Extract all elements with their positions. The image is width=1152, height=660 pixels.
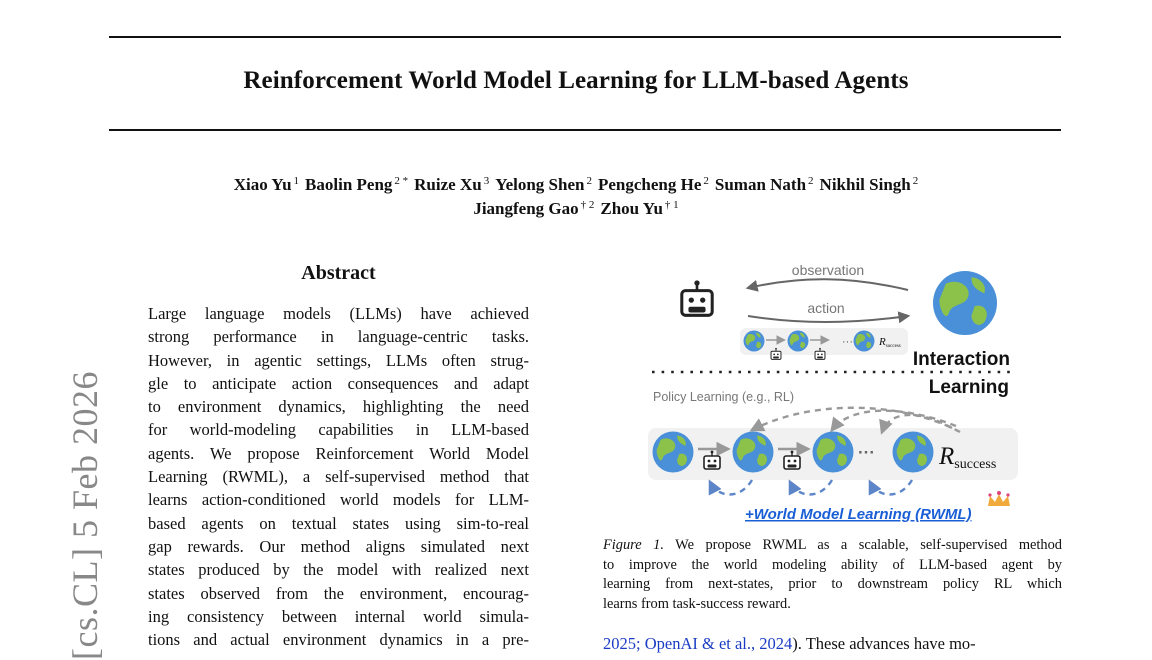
action-arrow — [747, 311, 911, 324]
world-model-arrow — [868, 479, 914, 496]
body-text-snippet: 2025; OpenAI & et al., 2024). These adva… — [603, 634, 1062, 654]
abstract-line: states produced by the model with realiz… — [148, 560, 529, 580]
abstract-line: agents. We propose Reinforcement World M… — [148, 443, 529, 463]
interaction-label: Interaction — [913, 349, 1010, 370]
policy-return-arrow — [879, 413, 953, 435]
author-list-line-2: Jiangfeng Gao† 2 Zhou Yu† 1 — [0, 199, 1152, 219]
small-reward-label: Rsuccess — [878, 336, 901, 349]
figure-diagram: observation action ··· Rsuccess Interact… — [648, 262, 1018, 523]
learning-label: Learning — [929, 377, 1009, 398]
crown-icon — [988, 491, 1010, 506]
policy-learning-label: Policy Learning (e.g., RL) — [653, 390, 794, 404]
body-text: ). These advances have mo- — [792, 634, 976, 653]
author-affiliation: 2 — [703, 175, 709, 187]
abstract-line: strong performance in language-centric t… — [148, 327, 529, 347]
small-globe-icon — [853, 330, 875, 352]
author-affiliation: 2 * — [394, 175, 409, 187]
abstract-body: Large language models (LLMs) have achiev… — [148, 302, 529, 651]
caption-text: We propose RWML as a scalable, self-supe… — [675, 537, 1062, 553]
abstract-line: Large language models (LLMs) have achiev… — [148, 304, 529, 323]
abstract-line: Learning (RWML), a self-supervised metho… — [148, 467, 529, 487]
caption-text: learning from next-states, prior to down… — [603, 576, 1062, 592]
citation-link[interactable]: 2025; OpenAI & et al., 2024 — [603, 634, 793, 653]
abstract-line: gap rewards. Our method aligns simulated… — [148, 536, 529, 556]
observation-label: observation — [792, 262, 864, 278]
environment-globe-icon — [933, 271, 997, 335]
large-globe-icon — [652, 431, 694, 473]
large-globe-icon — [812, 431, 854, 473]
figure-caption: Figure 1. We propose RWML as a scalable,… — [603, 536, 1062, 614]
author-name-text: Suman Nath — [714, 175, 807, 194]
large-globe-icon — [892, 431, 934, 473]
author-affiliation: 2 — [586, 175, 592, 187]
author-name-text: Yelong Shen — [495, 175, 585, 194]
author-name-text: Jiangfeng Gao — [473, 199, 579, 218]
abstract-heading: Abstract — [301, 262, 376, 284]
caption-line: learns from task-success reward. — [603, 595, 1062, 615]
abstract-line: ing consistency between internal world s… — [148, 606, 529, 626]
observation-arrow — [745, 278, 909, 292]
author-affiliation: † 1 — [664, 199, 679, 211]
caption-label: Figure 1. — [603, 537, 664, 553]
author-name-text: Pengcheng He — [597, 175, 702, 194]
arxiv-stamp: [cs.CL] 5 Feb 2026 — [28, 340, 105, 660]
author-name: Jiangfeng Gao† 2 — [473, 199, 594, 218]
paper-title: Reinforcement World Model Learning for L… — [243, 67, 909, 94]
abstract-line: for world-modeling capabilities in LLM-b… — [148, 420, 529, 440]
author-name-text: Baolin Peng — [305, 175, 393, 194]
caption-text: to improve the world modeling ability of… — [603, 556, 1062, 573]
caption-line: to improve the world modeling ability of… — [603, 556, 1062, 576]
caption-text: learns from task-success reward. — [603, 595, 791, 612]
author-name-text: Zhou Yu — [600, 199, 663, 218]
author-affiliation: † 2 — [580, 199, 595, 211]
author-name-text: Ruize Xu — [414, 175, 482, 194]
title-bottom-rule — [109, 129, 1061, 131]
small-globe-icon — [743, 330, 765, 352]
author-affiliation: 1 — [293, 175, 300, 187]
author-affiliation: 2 — [912, 175, 919, 187]
large-ellipsis: ··· — [858, 443, 875, 462]
small-globe-icon — [787, 330, 809, 352]
rwml-label: +World Model Learning (RWML) — [745, 506, 972, 523]
policy-return-arrow — [830, 409, 957, 433]
abstract-line: based agents on textual states using sim… — [148, 513, 529, 533]
world-model-arrow — [788, 479, 834, 496]
abstract-line: tions and actual environment dynamics in… — [148, 630, 529, 650]
abstract-line: However, in agentic settings, LLMs often… — [148, 350, 529, 370]
agent-robot-icon — [680, 278, 714, 317]
abstract-line: learns action-conditioned world models f… — [148, 490, 529, 510]
arxiv-stamp-text: [cs.CL] 5 Feb 2026 — [65, 371, 105, 660]
abstract-line: gle to anticipate action consequences an… — [148, 373, 529, 393]
action-label: action — [807, 300, 844, 316]
abstract-line: states observed from the environment, en… — [148, 583, 529, 603]
figure-1: observation action ··· Rsuccess Interact… — [600, 250, 1062, 540]
author-name: Zhou Yu† 1 — [600, 199, 678, 218]
author-name-text: Xiao Yu — [233, 175, 292, 194]
world-model-arrow — [708, 479, 754, 496]
author-name-text: Nikhil Singh — [819, 175, 911, 194]
author-affiliation: 3 — [483, 175, 490, 187]
abstract-line: to environment dynamics, highlighting th… — [148, 397, 529, 417]
caption-line: learning from next-states, prior to down… — [603, 575, 1062, 595]
author-affiliation: 2 — [808, 175, 814, 187]
large-globe-icon — [732, 431, 774, 473]
large-reward-label: Rsuccess — [938, 443, 996, 472]
caption-line: Figure 1. We propose RWML as a scalable,… — [603, 536, 1062, 556]
top-rule — [109, 36, 1061, 38]
small-ellipsis: ··· — [842, 336, 853, 348]
